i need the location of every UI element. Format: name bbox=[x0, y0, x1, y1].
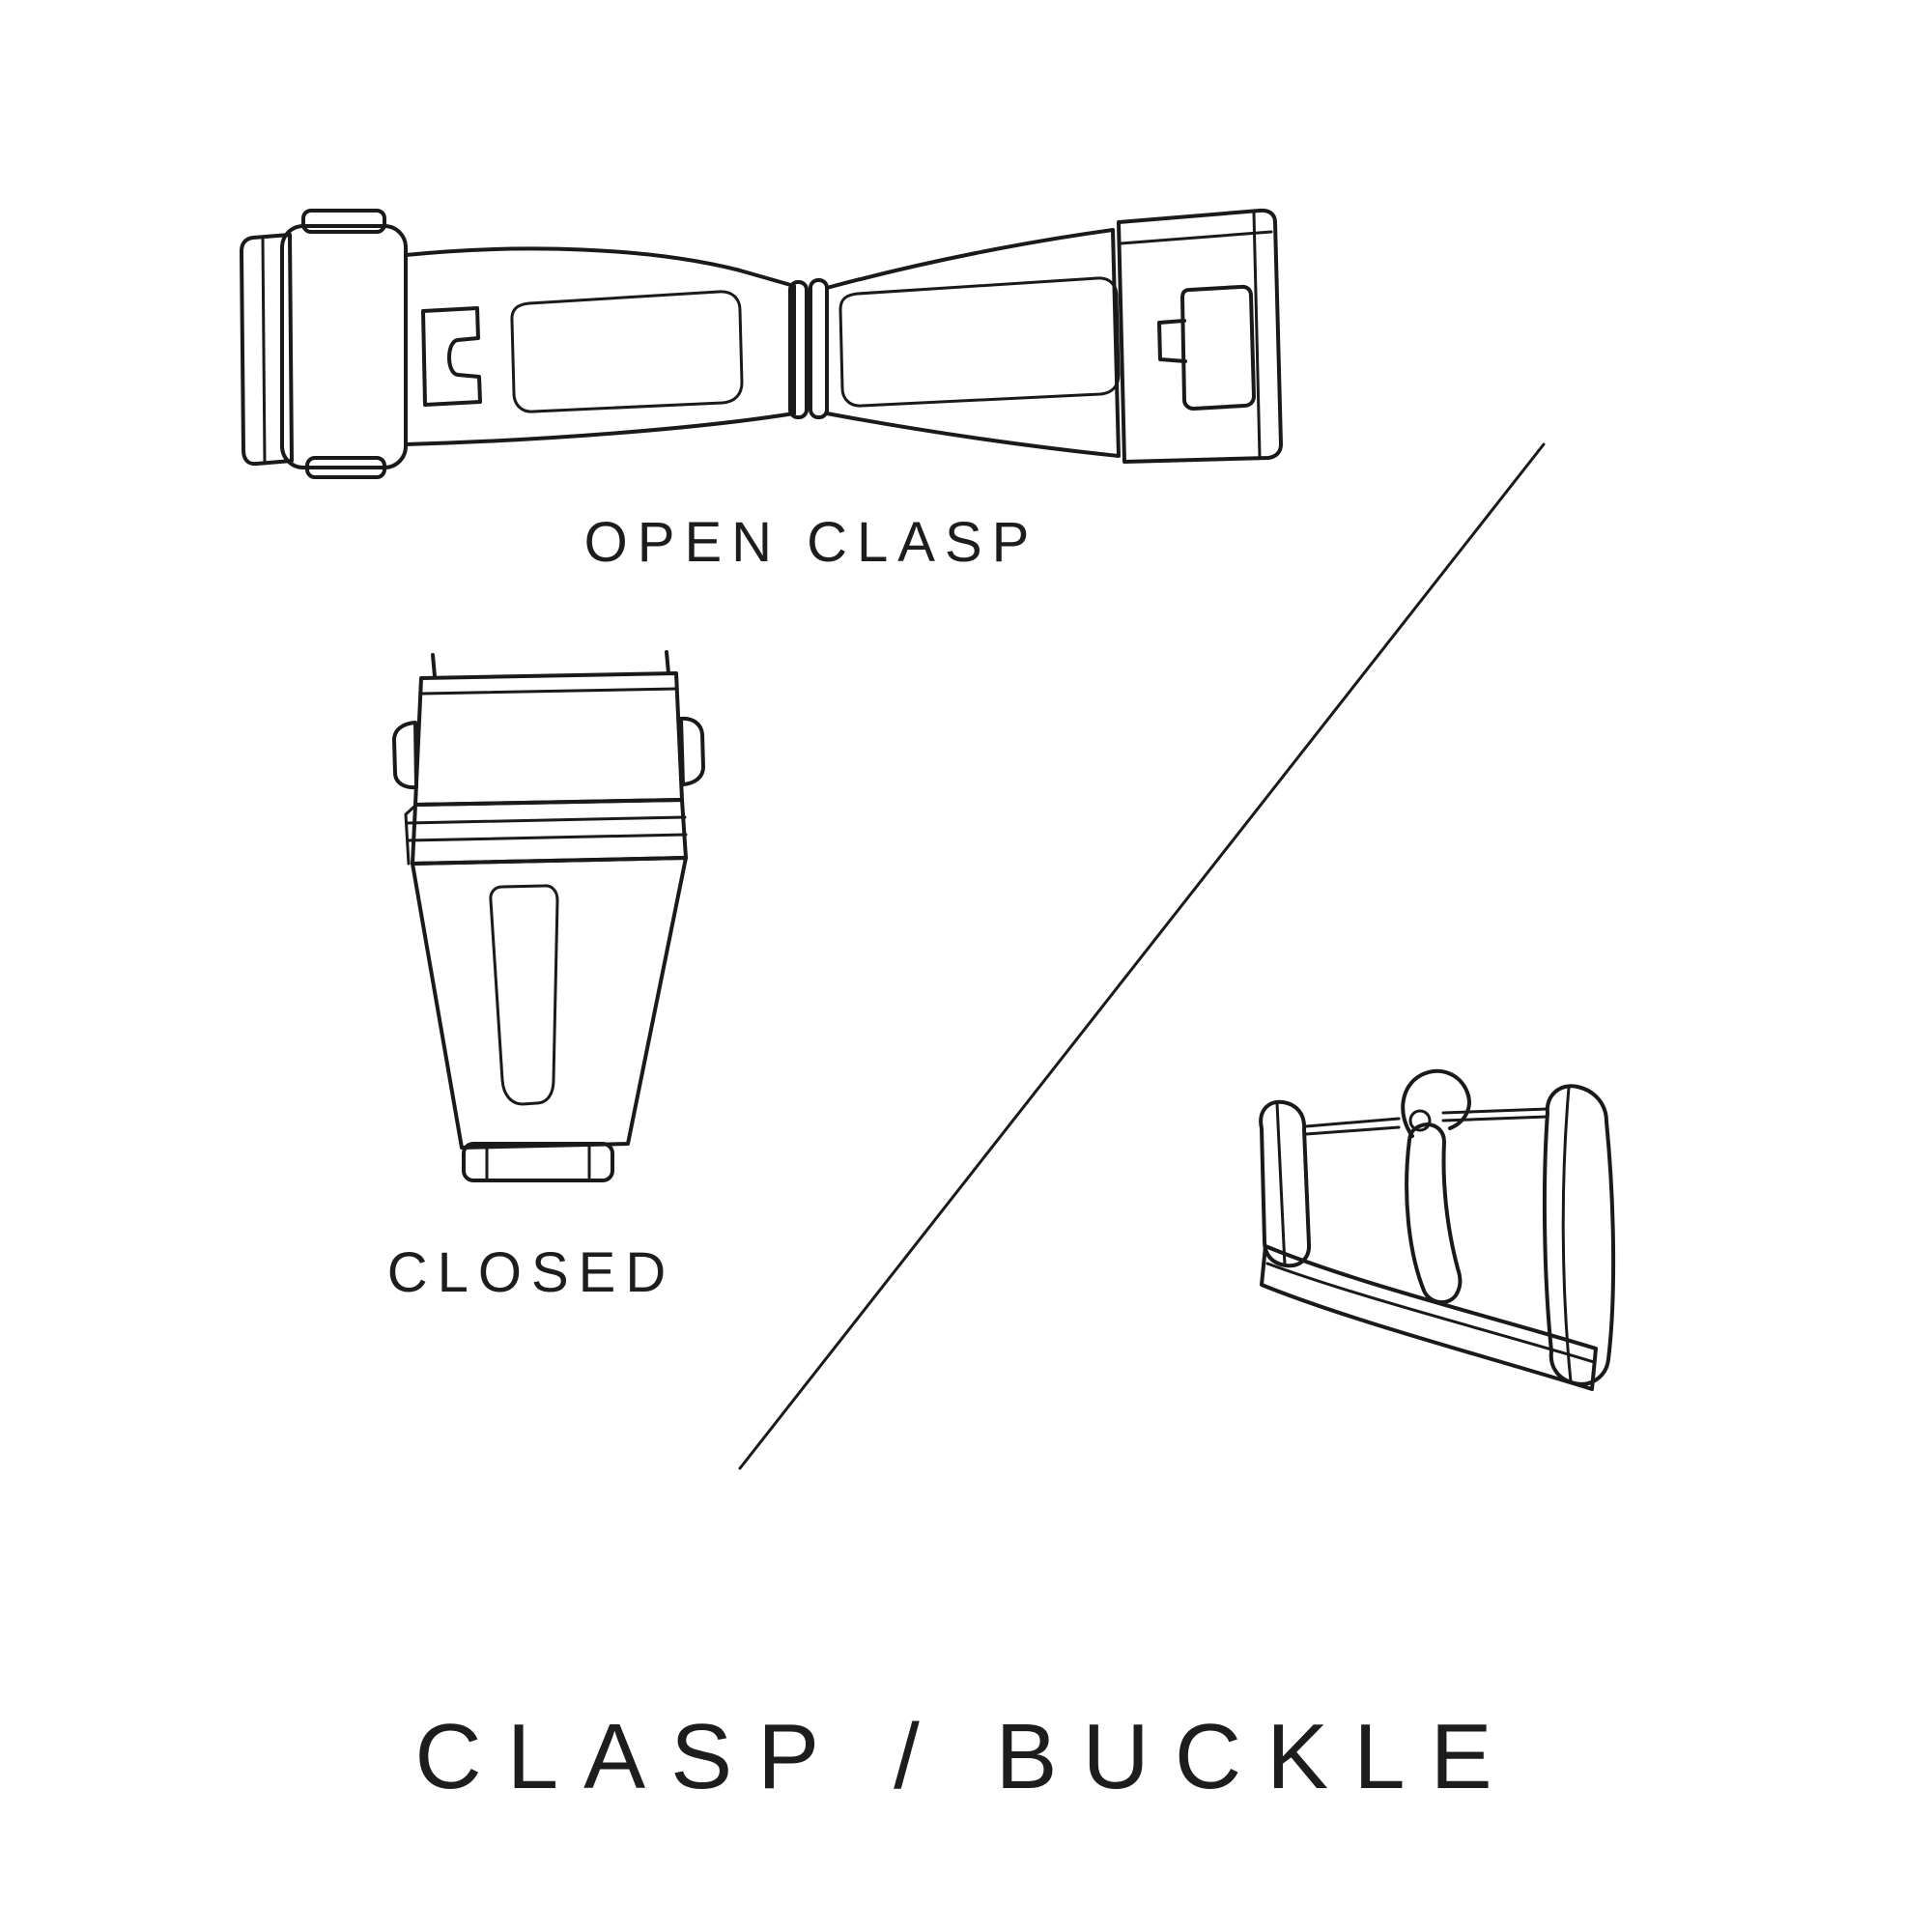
clasp-catch-notch bbox=[1157, 319, 1187, 363]
clasp-catch bbox=[1180, 284, 1256, 411]
closed-band-line-1 bbox=[406, 815, 687, 825]
clasp-safety-hook bbox=[421, 306, 482, 407]
closed-bottom-bar bbox=[462, 1142, 614, 1182]
buckle-left-bar-inner bbox=[1275, 1101, 1287, 1267]
buckle-right-bar-inner bbox=[1561, 1086, 1573, 1383]
buckle-pin-left-top bbox=[1304, 1117, 1401, 1128]
tang-buckle-drawing bbox=[1259, 1069, 1616, 1391]
buckle-pin-right-top bbox=[1441, 1107, 1549, 1115]
open-clasp-drawing bbox=[240, 208, 1283, 479]
closed-ear-right bbox=[679, 716, 705, 786]
clasp-hinge-bar-left bbox=[788, 280, 809, 419]
closed-body-inner bbox=[489, 884, 559, 1106]
buckle-tongue bbox=[1405, 1122, 1463, 1304]
closed-prong-left bbox=[431, 653, 437, 678]
buckle-bottom-band bbox=[1260, 1244, 1598, 1391]
clasp-right-end-step bbox=[1119, 230, 1273, 245]
closed-ear-left bbox=[392, 721, 418, 790]
clasp-right-arm-inner bbox=[838, 276, 1121, 408]
closed-clasp-label: CLOSED bbox=[386, 1241, 676, 1304]
clasp-right-end-fold bbox=[1252, 211, 1262, 458]
closed-prong-right bbox=[665, 650, 670, 675]
buckle-left-bar bbox=[1259, 1099, 1312, 1268]
closed-band bbox=[411, 798, 688, 866]
buckle-tongue-loop bbox=[1401, 1069, 1471, 1138]
closed-band-chamfer bbox=[404, 803, 418, 866]
buckle-right-bar bbox=[1542, 1084, 1616, 1386]
clasp-left-arm bbox=[404, 246, 796, 446]
closed-clasp-drawing bbox=[392, 650, 705, 1182]
buckle-tongue-wrap-ring bbox=[1408, 1109, 1432, 1132]
closed-body bbox=[411, 856, 688, 1150]
clasp-left-block bbox=[280, 224, 408, 469]
clasp-right-end bbox=[1117, 208, 1283, 464]
clasp-right-arm bbox=[825, 228, 1121, 458]
clasp-left-arm-inner bbox=[510, 290, 744, 413]
closed-top-box-fold bbox=[420, 687, 679, 696]
clasp-hinge-bar-right bbox=[809, 278, 829, 419]
open-clasp-label: OPEN CLASP bbox=[583, 511, 1039, 574]
clasp-end-bar-fold bbox=[261, 235, 267, 464]
divider-line bbox=[738, 442, 1546, 1470]
clasp-top-tab bbox=[301, 209, 386, 234]
page-title: CLASP / BUCKLE bbox=[414, 1705, 1518, 1808]
buckle-pin-right-bottom bbox=[1441, 1115, 1549, 1122]
buckle-bottom-band-inner bbox=[1265, 1262, 1596, 1364]
clasp-end-bar bbox=[240, 233, 294, 467]
buckle-pin-left-bottom bbox=[1304, 1125, 1401, 1136]
closed-band-line-2 bbox=[407, 833, 688, 842]
